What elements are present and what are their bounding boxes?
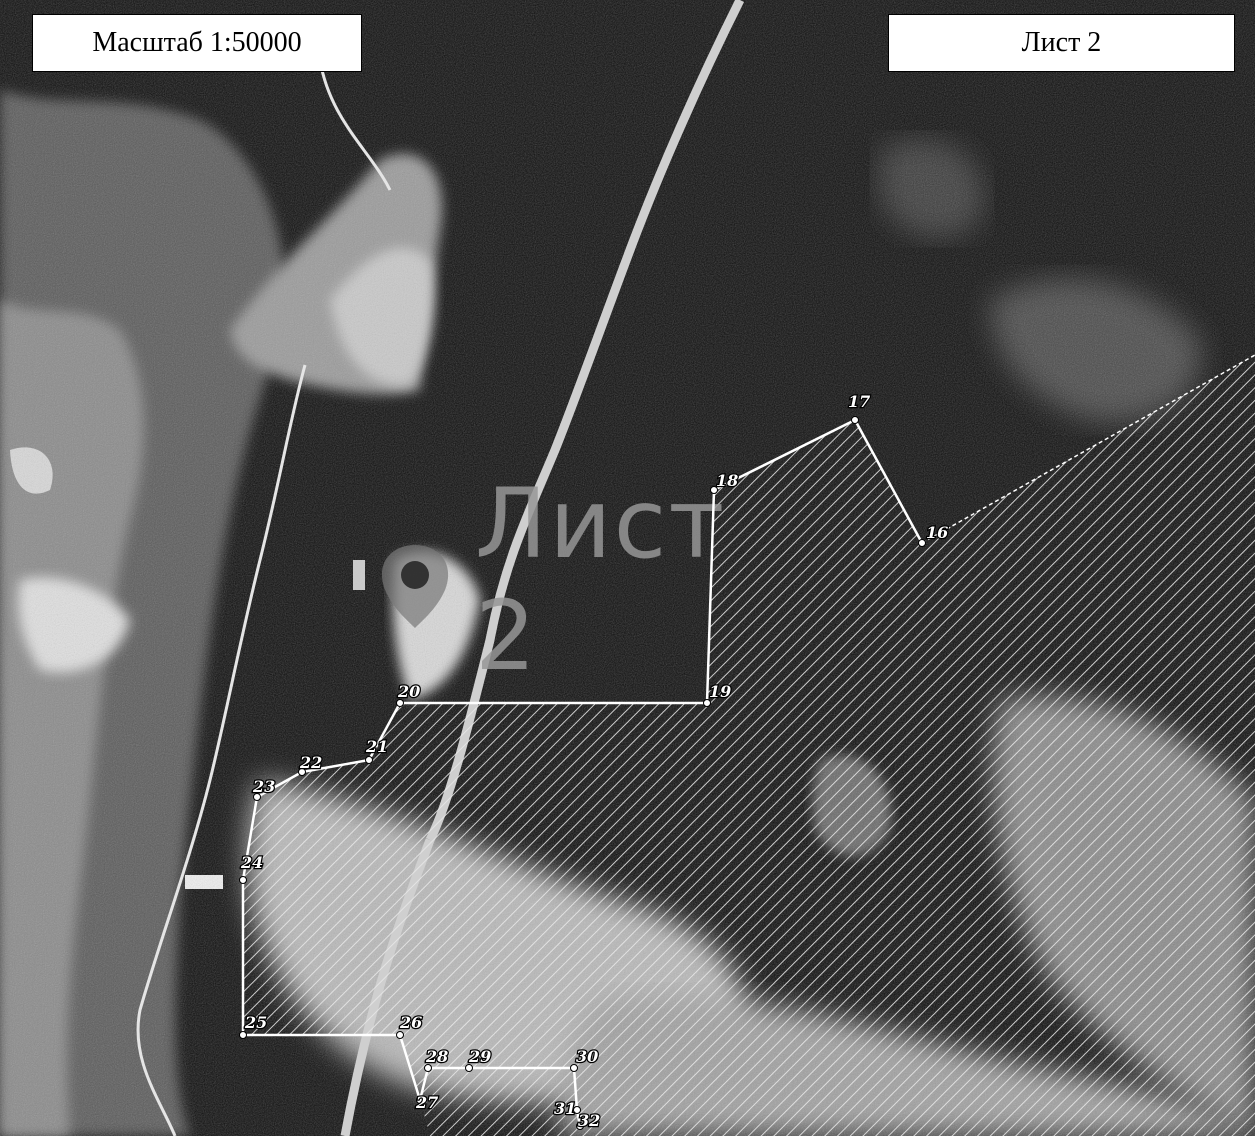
point-label-25: 25 [244,1013,267,1032]
boundary-segment [301,758,370,774]
boundary-segment [705,489,716,704]
point-label-19: 19 [709,682,731,701]
boundary-segment [713,418,856,492]
boundary-segment [572,1067,579,1111]
boundary-point-28[interactable] [424,1064,432,1072]
scale-label: Масштаб 1:50000 [32,14,362,72]
boundary-point-26[interactable] [396,1031,404,1039]
boundary-point-31[interactable] [573,1106,581,1114]
watermark-text: Лист 2 [475,468,727,692]
boundary-segment [853,419,924,544]
hatched-area [243,355,1255,1136]
boundary-point-22[interactable] [298,768,306,776]
boundary-point-24[interactable] [239,876,247,884]
boundary-point-21[interactable] [365,756,373,764]
point-label-23: 23 [252,777,275,796]
boundary-point-32[interactable] [576,1122,584,1130]
sheet-label: Лист 2 [888,14,1235,72]
point-label-26: 26 [399,1013,422,1032]
boundary-point-20[interactable] [396,699,404,707]
boundary-segment [418,1067,430,1101]
boundary-segment [921,354,1255,544]
point-label-22: 22 [299,753,322,772]
point-label-30: 30 [576,1047,598,1066]
point-label-32: 32 [578,1111,600,1130]
boundary-segment [367,702,402,761]
point-label-18: 18 [716,471,738,490]
boundary-point-25[interactable] [239,1031,247,1039]
boundary-segment [256,770,303,799]
boundary-point-17[interactable] [851,416,859,424]
boundary-point-19[interactable] [703,699,711,707]
map-pin-icon [345,530,465,630]
boundary-point-23[interactable] [253,793,261,801]
point-label-21: 21 [365,737,388,756]
boundary-point-27[interactable] [416,1096,424,1104]
point-label-28: 28 [425,1047,448,1066]
boundary-segment [398,1034,422,1101]
point-label-29: 29 [468,1047,491,1066]
boundary-point-16[interactable] [918,539,926,547]
boundary-lines [241,354,1255,1127]
point-label-16: 16 [926,523,948,542]
point-label-17: 17 [848,392,870,411]
boundary-point-18[interactable] [710,486,718,494]
point-label-31: 31 [554,1099,576,1118]
boundary-point-29[interactable] [465,1064,473,1072]
point-label-20: 20 [397,682,420,701]
boundary-point-30[interactable] [570,1064,578,1072]
boundary-segment [241,796,259,881]
sheet-watermark: Лист 2 [345,468,785,692]
point-label-27: 27 [415,1093,438,1112]
point-label-24: 24 [240,853,263,872]
